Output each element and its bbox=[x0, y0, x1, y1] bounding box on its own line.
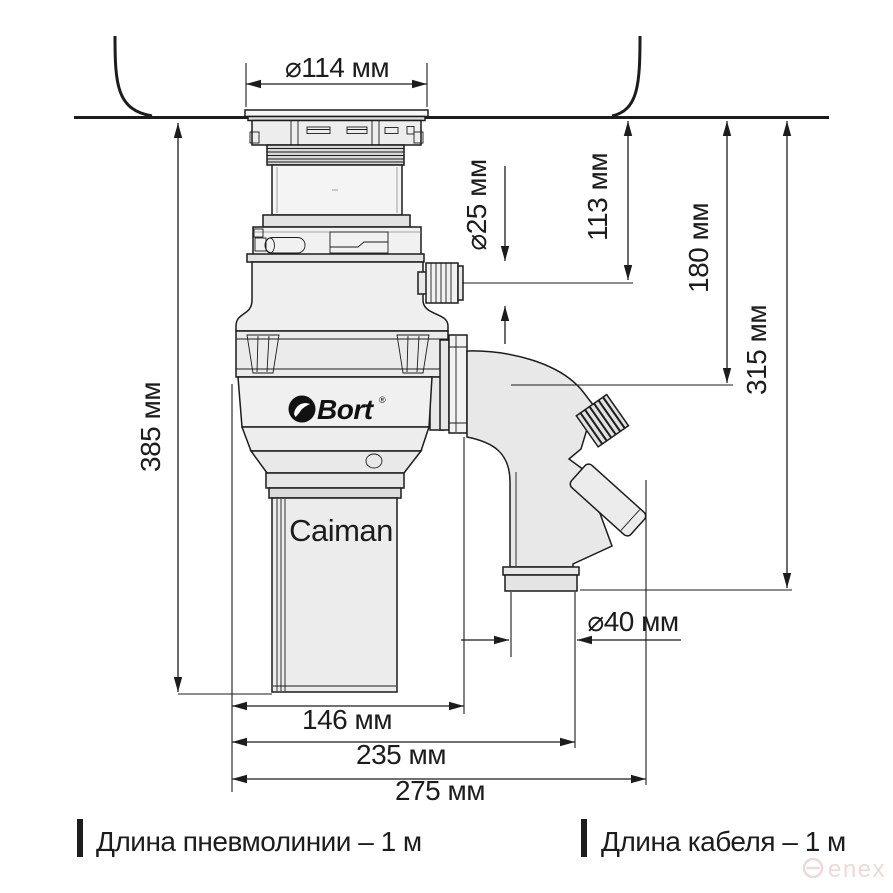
drain-elbow-pipe bbox=[466, 350, 647, 592]
sink-right-wall bbox=[611, 35, 642, 118]
feature-notes: Длина пневмолинии – 1 м Длина кабеля – 1… bbox=[77, 819, 846, 857]
threaded-side-outlet bbox=[575, 393, 630, 448]
dim-depth-to-outlet: 180 мм bbox=[511, 121, 733, 386]
model-text: Caiman bbox=[289, 513, 393, 548]
dim-flange-diameter-label: ⌀114 мм bbox=[285, 52, 389, 83]
note-pneumo-line: Длина пневмолинии – 1 м bbox=[96, 826, 422, 857]
note-bar-left bbox=[77, 819, 83, 857]
dim-overall-width: 275 мм bbox=[232, 774, 646, 806]
dim-outlet-diameter-label: ⌀40 мм bbox=[587, 606, 678, 637]
brand-registered-mark: ® bbox=[379, 395, 386, 405]
outlet-flange-lip bbox=[502, 566, 580, 576]
dim-overall-height: 385 мм bbox=[135, 123, 272, 695]
body-cylinder: Caiman bbox=[271, 497, 398, 693]
dim-overall-width-label: 275 мм bbox=[395, 775, 485, 806]
outlet-flange bbox=[439, 334, 468, 434]
dim-depth-to-outlet-label: 180 мм bbox=[683, 203, 714, 293]
brand-text: Bort bbox=[317, 394, 375, 425]
dim-pneumo-diameter: ⌀25 мм bbox=[461, 159, 510, 344]
outlet-flange-body bbox=[504, 574, 578, 592]
dim-width-to-pipe: 235 мм bbox=[232, 737, 575, 770]
dim-outlet-diameter: ⌀40 мм bbox=[461, 592, 681, 657]
mount-ring bbox=[246, 226, 425, 263]
sink-flange-plate bbox=[244, 109, 429, 118]
elbow-body bbox=[466, 350, 613, 568]
pneumo-hose-barb bbox=[417, 262, 464, 304]
note-bar-right bbox=[581, 819, 587, 857]
threaded-neck bbox=[266, 144, 405, 166]
dim-width-to-pipe-label: 235 мм bbox=[356, 739, 446, 770]
motor-housing-taper-2 bbox=[249, 450, 423, 474]
motor-housing-taper-1 bbox=[240, 426, 431, 452]
grinding-chamber bbox=[235, 261, 449, 332]
note-cable: Длина кабеля – 1 м bbox=[601, 826, 846, 857]
base-collar bbox=[265, 472, 405, 489]
bort-swallow-icon bbox=[294, 403, 310, 417]
neck-collar bbox=[262, 214, 411, 228]
enex-logo-icon bbox=[802, 857, 824, 879]
sink-left-wall bbox=[113, 35, 153, 118]
bort-logo: Bort ® bbox=[288, 394, 386, 425]
base-ring bbox=[268, 487, 402, 499]
diagonal-branch-outlet bbox=[569, 463, 647, 537]
dim-pneumo-diameter-label: ⌀25 мм bbox=[461, 159, 492, 250]
dim-body-width: 146 мм bbox=[232, 701, 464, 735]
mounting-assembly bbox=[249, 119, 424, 146]
dimension-annotations: ⌀114 мм 385 мм 113 мм 180 мм 315 мм bbox=[135, 52, 792, 806]
watermark: enex bbox=[802, 856, 886, 883]
sink-cross-section bbox=[74, 35, 829, 119]
dim-overall-height-label: 385 мм bbox=[135, 382, 166, 472]
dim-flange-diameter: ⌀114 мм bbox=[245, 52, 428, 107]
neck-cylinder bbox=[271, 164, 403, 216]
dim-body-width-label: 146 мм bbox=[302, 704, 392, 735]
dim-depth-to-pneumo-label: 113 мм bbox=[582, 153, 613, 241]
clamp-band bbox=[235, 330, 449, 378]
dim-overall-depth-label: 315 мм bbox=[741, 305, 772, 395]
watermark-text: enex bbox=[828, 856, 886, 883]
dim-overall-depth: 315 мм bbox=[580, 121, 792, 591]
dim-depth-to-pneumo: 113 мм bbox=[462, 121, 633, 284]
housing-hole bbox=[365, 453, 383, 469]
